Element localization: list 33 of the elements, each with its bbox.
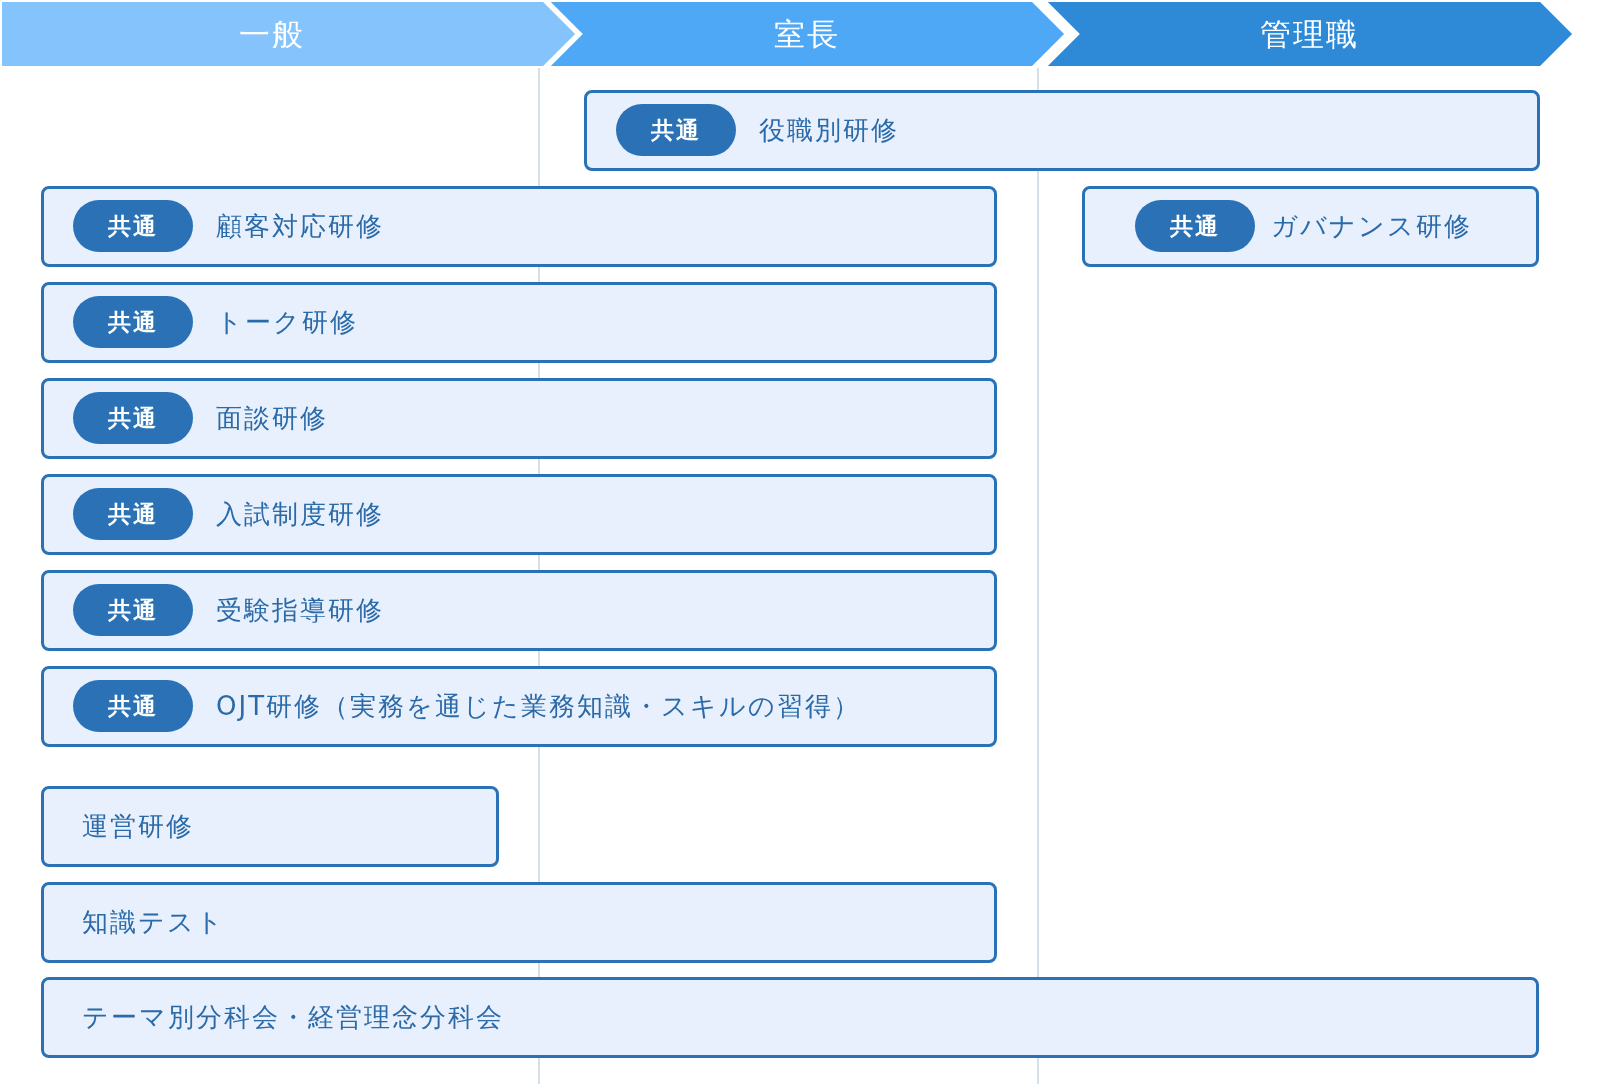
training-box bbox=[41, 786, 499, 867]
category-pill: 共通 bbox=[73, 584, 193, 636]
category-pill: 共通 bbox=[616, 104, 736, 156]
training-box bbox=[41, 570, 997, 651]
training-label: 知識テスト bbox=[82, 906, 225, 939]
training-box bbox=[1082, 186, 1539, 267]
training-box bbox=[41, 282, 997, 363]
training-box bbox=[41, 378, 997, 459]
category-pill: 共通 bbox=[73, 200, 193, 252]
training-label: 面談研修 bbox=[216, 402, 328, 435]
training-label: 運営研修 bbox=[82, 810, 194, 843]
column-heading: 一般 bbox=[239, 12, 305, 56]
training-box bbox=[41, 186, 997, 267]
category-pill: 共通 bbox=[73, 296, 193, 348]
training-box bbox=[41, 474, 997, 555]
column-heading: 室長 bbox=[773, 12, 840, 56]
training-box bbox=[41, 977, 1539, 1058]
training-box bbox=[584, 90, 1540, 171]
category-pill: 共通 bbox=[73, 392, 193, 444]
training-box bbox=[41, 882, 997, 963]
training-label: 役職別研修 bbox=[759, 114, 899, 147]
training-label: OJT研修（実務を通じた業務知識・スキルの習得） bbox=[216, 690, 861, 723]
training-label: テーマ別分科会・経営理念分科会 bbox=[82, 1001, 504, 1034]
category-pill: 共通 bbox=[73, 488, 193, 540]
training-label: ガバナンス研修 bbox=[1271, 210, 1472, 243]
category-pill: 共通 bbox=[73, 680, 193, 732]
category-pill: 共通 bbox=[1135, 200, 1255, 252]
training-box bbox=[41, 666, 997, 747]
training-label: 入試制度研修 bbox=[216, 498, 384, 531]
column-heading: 管理職 bbox=[1259, 12, 1359, 56]
training-label: 受験指導研修 bbox=[216, 594, 384, 627]
training-label: トーク研修 bbox=[216, 306, 358, 339]
training-label: 顧客対応研修 bbox=[216, 210, 384, 243]
